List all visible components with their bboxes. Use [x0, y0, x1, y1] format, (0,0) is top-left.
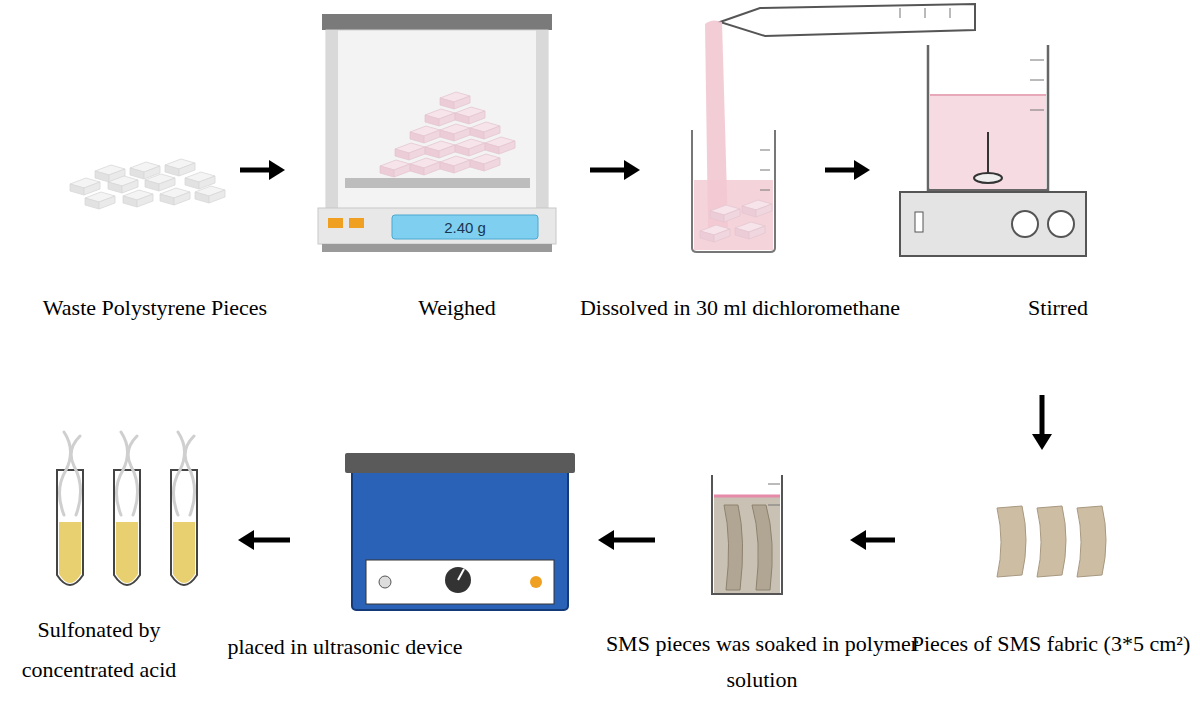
flow-arrow: [240, 160, 285, 180]
step-caption-box: Dissolved in 30 ml dichloromethane: [580, 294, 900, 322]
step-caption-box: Stirred: [1028, 294, 1088, 322]
flow-arrow: [825, 160, 870, 180]
step-caption: Waste Polystyrene Pieces: [43, 295, 267, 320]
step-caption: Weighed: [418, 295, 496, 320]
polystyrene-pieces: [70, 159, 225, 209]
step-caption: Dissolved in 30 ml dichloromethane: [580, 295, 900, 320]
process-step: Sulfonated by concentrated acid: [30, 425, 238, 595]
process-step: Weighed: [285, 10, 590, 255]
step-caption-box: Waste Polystyrene Pieces: [43, 294, 267, 322]
flow-arrow: [1032, 395, 1052, 450]
process-step: Waste Polystyrene Pieces: [40, 140, 240, 230]
step-caption-box: SMS pieces was soaked in polymer solutio…: [602, 626, 922, 698]
process-step: Pieces of SMS fabric (3*5 cm²): [895, 450, 1120, 580]
sms-fabric-pieces: [997, 506, 1106, 577]
balance: [318, 14, 556, 252]
step-caption: placed in ultrasonic device: [227, 634, 462, 659]
test-tubes: [57, 432, 197, 585]
step-caption: Pieces of SMS fabric (3*5 cm²): [912, 631, 1190, 656]
soaking-beaker: [712, 475, 782, 594]
step-caption: Stirred: [1028, 295, 1088, 320]
step-caption: Sulfonated by concentrated acid: [22, 617, 177, 682]
step-caption: SMS pieces was soaked in polymer solutio…: [606, 631, 918, 692]
ultrasonic-bath: [345, 453, 575, 610]
step-caption-box: Weighed: [418, 294, 496, 322]
process-step: Stirred: [870, 30, 1095, 395]
flow-arrow: [590, 160, 640, 180]
flow-arrow: [238, 530, 290, 550]
step-caption-box: Sulfonated by concentrated acid: [4, 610, 194, 690]
flow-arrow: [598, 530, 655, 550]
step-caption-box: Pieces of SMS fabric (3*5 cm²): [906, 626, 1196, 662]
step-caption-box: placed in ultrasonic device: [227, 633, 462, 661]
process-step: placed in ultrasonic device: [290, 445, 598, 615]
process-step: SMS pieces was soaked in polymer solutio…: [655, 465, 850, 600]
process-step: Dissolved in 30 ml dichloromethane: [640, 10, 825, 255]
magnetic-stirrer: [900, 45, 1086, 256]
balance-readout: 2.40 g: [444, 219, 486, 236]
flow-arrow: [850, 530, 895, 550]
